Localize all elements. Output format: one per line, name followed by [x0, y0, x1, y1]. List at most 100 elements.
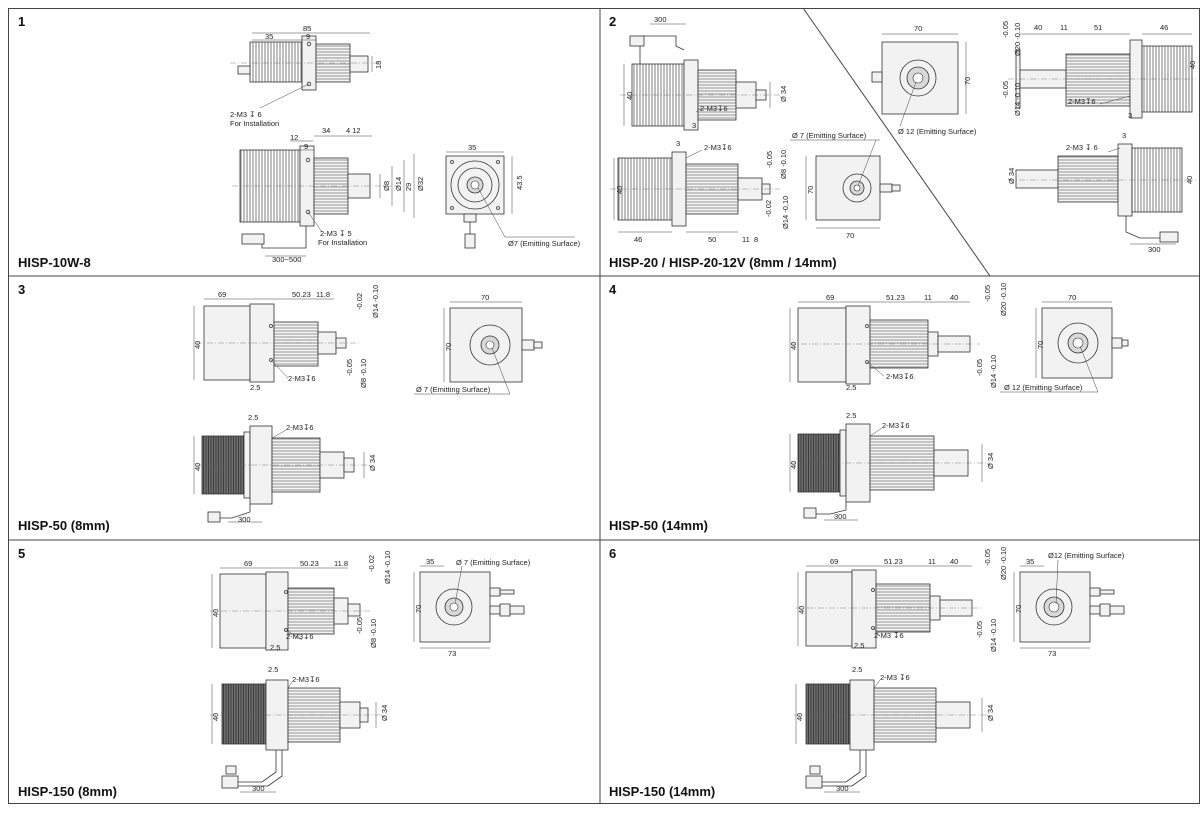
p5-dim-11-8: 11.8 [334, 559, 348, 568]
p6-dim-d14: Ø14 -0.10 [989, 619, 998, 652]
p2-b-tol-002: -0.02 [764, 200, 773, 217]
p2-q-screw: 2-M3 ↧ 6 [1066, 143, 1098, 152]
p3-dim-11-8: 11.8 [316, 290, 330, 299]
p1-dim-85: 85 [303, 24, 311, 33]
p4-b-dim-40: 40 [789, 461, 798, 469]
p5-front-70: 70 [414, 605, 423, 613]
p2-emit-12: Ø 12 (Emitting Surface) [898, 127, 977, 136]
p2-front-70a: 70 [806, 186, 815, 194]
panel-2-top-right-view: 40 11 51 46 -0.05 Ø20 -0.10 -0.05 Ø14 -0… [1001, 21, 1197, 120]
panel-2-title: HISP-20 / HISP-20-12V (8mm / 14mm) [609, 255, 837, 270]
p5-dim-40: 40 [211, 609, 220, 617]
p1-dim-29: 29 [404, 183, 413, 191]
p4-b-dim-300: 300 [834, 512, 847, 521]
panel-1-number: 1 [18, 14, 25, 29]
panel-3-side-view: 2.5 2-M3↧6 40 Ø 34 300 [193, 413, 377, 524]
panel-3-front-view: 70 70 Ø 7 (Emitting Surface) [414, 293, 543, 395]
p2-dim-d34: Ø 34 [779, 86, 788, 102]
panel-6-top-view: 69 51.23 11 40 -0.05 Ø20 -0.10 40 2-M3 ↧… [796, 547, 1008, 652]
p1-screw-label-2: 2-M3 ↧ 5 [320, 229, 352, 238]
p4-b-dim-2-5: 2.5 [846, 411, 856, 420]
p3-tol-002: -0.02 [355, 293, 364, 310]
p6-b-dim-300: 300 [836, 784, 849, 793]
p5-b-dim-300: 300 [252, 784, 265, 793]
p6-dim-d20: Ø20 -0.10 [999, 547, 1008, 580]
p1-screw-label: 2-M3 ↧ 6 [230, 110, 262, 119]
p4-dim-69: 69 [826, 293, 834, 302]
p3-b-screw: 2-M3↧6 [286, 423, 314, 432]
p6-front-35: 35 [1026, 557, 1034, 566]
p3-b-dim-d34: Ø 34 [368, 455, 377, 471]
p4-front-70b: 70 [1036, 341, 1045, 349]
p2-q-dim-3: 3 [1122, 131, 1126, 140]
p3-emit: Ø 7 (Emitting Surface) [416, 385, 491, 394]
p2-front-70b: 70 [846, 231, 854, 240]
p3-b-dim-300: 300 [238, 515, 251, 524]
p2-r-dim-11: 11 [1060, 23, 1068, 32]
p3-dim-69: 69 [218, 290, 226, 299]
panel-4-side-view: 2.5 2-M3↧6 40 Ø 34 300 [789, 411, 995, 521]
panel-3-number: 3 [18, 282, 25, 297]
p1-dim-34: 34 [322, 126, 330, 135]
p6-dim-11: 11 [928, 557, 936, 566]
panel-6-front-view: 35 70 73 Ø12 (Emitting Surface) [1013, 551, 1125, 658]
p2-b-dim-3: 3 [676, 139, 680, 148]
p2-r-tol-005b: -0.05 [1001, 81, 1010, 98]
p4-tol-005: -0.05 [983, 285, 992, 302]
p5-dim-d8: Ø8 -0.10 [369, 619, 378, 648]
p2-dim-40: 40 [625, 92, 634, 100]
p2-r-front-70a: 70 [914, 24, 922, 33]
p1-dim-9: 9 [306, 32, 310, 41]
p4-tol-005b: -0.05 [975, 359, 984, 376]
p5-dim-69: 69 [244, 559, 252, 568]
p2-r-tol-005: -0.05 [1001, 21, 1010, 38]
p2-r-screw: 2-M3↧6 [1068, 97, 1096, 106]
p3-screw: 2-M3↧6 [288, 374, 316, 383]
p2-b-dim-46: 46 [634, 235, 642, 244]
p2-b-dim-40: 40 [615, 186, 624, 194]
p5-b-dim-d34: Ø 34 [380, 705, 389, 721]
p2-b-dim-d8: Ø8 -0.10 [779, 150, 788, 179]
p4-emit: Ø 12 (Emitting Surface) [1004, 383, 1083, 392]
p3-b-dim-40: 40 [193, 463, 202, 471]
p2-dim-300: 300 [654, 15, 667, 24]
p5-dim-d14: Ø14 -0.10 [383, 551, 392, 584]
panel-1-top-view: 85 35 9 18 2-M3 ↧ 6 For Installation [230, 24, 383, 128]
p2-q-dim-300: 300 [1148, 245, 1161, 254]
p4-b-screw: 2-M3↧6 [882, 421, 910, 430]
p1-dim-d32: Ø32 [416, 177, 425, 191]
p6-dim-40: 40 [797, 606, 806, 614]
p2-b-dim-8: 8 [754, 235, 758, 244]
p5-b-dim-40: 40 [211, 713, 220, 721]
p1-dim-9b: 9 [304, 142, 308, 151]
panel-4-top-view: 69 51.23 11 40 -0.05 Ø20 -0.10 40 2-M3↧6… [789, 283, 1008, 392]
p2-b-dim-11: 11 [742, 235, 750, 244]
p2-screw-label: 2-M3↧6 [700, 104, 728, 113]
p1-install-label: For Installation [230, 119, 279, 128]
p5-front-35: 35 [426, 557, 434, 566]
p4-screw: 2-M3↧6 [886, 372, 914, 381]
p4-dim-40: 40 [789, 342, 798, 350]
p1-dim-35: 35 [265, 32, 273, 41]
panel-5-title: HISP-150 (8mm) [18, 784, 117, 799]
panel-4-number: 4 [609, 282, 617, 297]
p2-b-tol-005: -0.05 [765, 151, 774, 168]
p2-b-dim-50: 50 [708, 235, 716, 244]
p6-dim-2-5: 2.5 [854, 641, 864, 650]
p6-front-73: 73 [1048, 649, 1056, 658]
p1-dim-18: 18 [374, 61, 383, 69]
p6-front-70: 70 [1014, 605, 1023, 613]
panel-grid [8, 7, 1200, 804]
p5-tol-002: -0.02 [367, 555, 376, 572]
panel-2-number: 2 [609, 14, 616, 29]
p1-install-label-2: For Installation [318, 238, 367, 247]
panel-6-number: 6 [609, 546, 616, 561]
panel-5-number: 5 [18, 546, 25, 561]
p3-dim-d8: Ø8 -0.10 [359, 359, 368, 388]
panel-1-front-view: 35 43.5 Ø7 (Emitting Surface) [445, 143, 581, 249]
p5-dim-50-23: 50.23 [300, 559, 319, 568]
panel-2-front-view-right: 70 70 Ø 12 (Emitting Surface) [871, 24, 977, 136]
p3-b-dim-2-5: 2.5 [248, 413, 258, 422]
